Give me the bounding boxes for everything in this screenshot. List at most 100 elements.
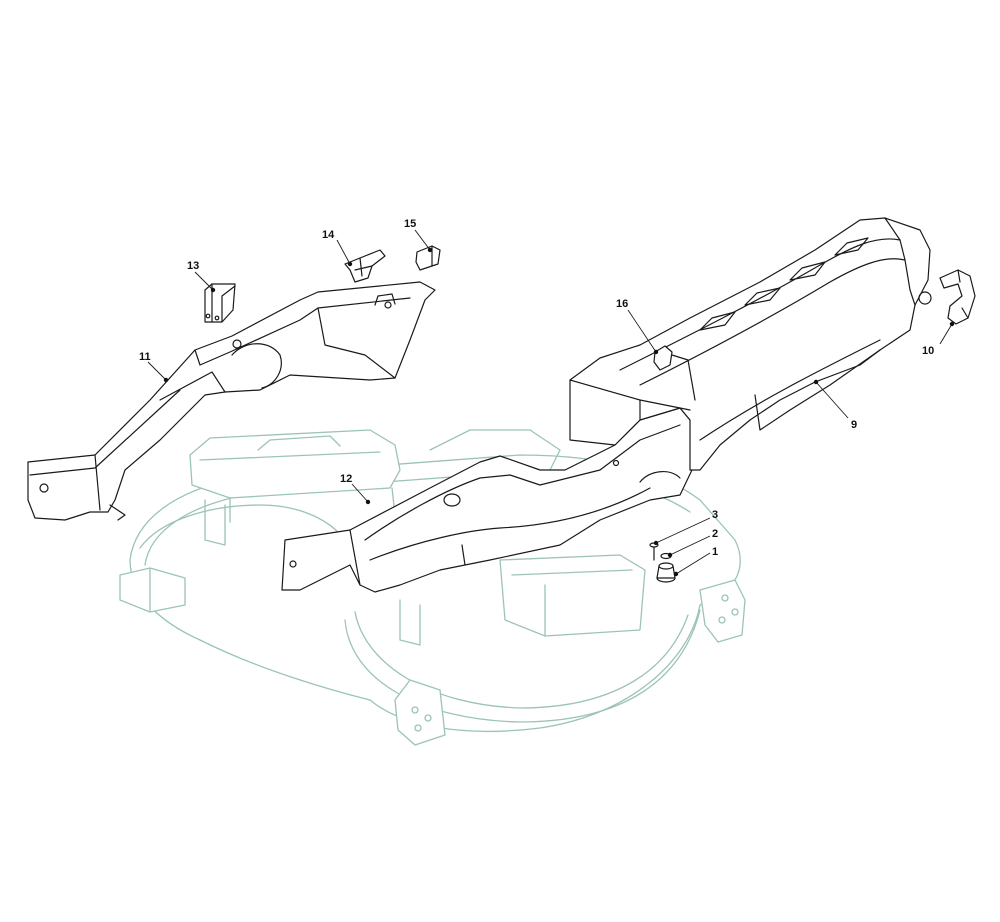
part-12-edge-5 (639, 471, 681, 483)
part-13-bracket (204, 283, 236, 323)
part-11-hole-2 (232, 339, 242, 349)
leader-11 (147, 361, 167, 381)
callout-1: 1 (712, 546, 718, 558)
callout-labels: 13 14 15 11 12 16 9 10 3 2 1 (139, 218, 934, 558)
dot-2 (667, 552, 673, 558)
part-10-hook (939, 269, 976, 325)
leader-13 (194, 271, 214, 291)
left-dome (139, 504, 346, 549)
front-hitch-hole-2 (424, 714, 432, 722)
part-9-end-hole (918, 291, 932, 305)
left-hitch-bracket (119, 567, 186, 613)
part-11-body (27, 281, 436, 521)
leader-9 (815, 381, 849, 419)
dot-16 (653, 349, 659, 355)
deck-raised (429, 429, 561, 471)
dot-15 (427, 247, 433, 253)
callout-10: 10 (922, 345, 934, 357)
callout-3: 3 (712, 509, 718, 521)
callout-11: 11 (139, 351, 151, 363)
part-12-centre-chute (281, 407, 693, 593)
part-16-clip (653, 345, 673, 371)
callout-16: 16 (616, 298, 628, 310)
part-1-top (658, 562, 674, 570)
part-13-hole-2 (214, 315, 220, 321)
dot-3 (653, 540, 659, 546)
front-hitch-bracket (394, 679, 446, 746)
part-11-edge-1 (94, 454, 101, 511)
part-15-bracket (415, 245, 441, 271)
callout-12: 12 (340, 473, 352, 485)
part-9-rear-chute (569, 217, 932, 471)
deck-cut-edge-2 (354, 611, 689, 709)
part-11-tab (374, 293, 396, 306)
deck-post-2 (399, 599, 421, 646)
leader-2 (669, 535, 711, 556)
part-14-shape (344, 249, 386, 283)
deck-cut-edge (344, 609, 701, 723)
part-11-left-guard (27, 281, 436, 521)
part-12-hole-2 (612, 459, 620, 467)
part-11-edge-5 (231, 343, 282, 389)
part-9-body (569, 217, 931, 471)
part-9-vent-slot-4 (834, 237, 869, 256)
part-11-hole-1 (39, 483, 49, 493)
front-hitch-hole-1 (411, 706, 419, 714)
part-10-shape (939, 269, 976, 325)
part-9-lower-rib (699, 339, 881, 441)
callout-2: 2 (712, 528, 718, 540)
leader-1 (675, 552, 711, 575)
deck-housing-detail (199, 435, 396, 523)
part-11-edge-6 (109, 504, 126, 521)
deck-housing-right (499, 554, 646, 637)
right-hitch-hole-3 (718, 616, 726, 624)
part-11-rib (159, 371, 226, 401)
part-12-hole (289, 560, 297, 568)
leader-10 (939, 323, 953, 345)
front-hitch-hole-3 (414, 724, 422, 732)
part-12-edge-1 (349, 529, 361, 586)
callout-13: 13 (187, 260, 199, 272)
callout-14: 14 (322, 229, 335, 241)
part-12-edge-3 (369, 487, 651, 561)
part-16-shape (653, 345, 673, 371)
dot-9 (813, 379, 819, 385)
part-12-body (281, 407, 693, 593)
callout-15: 15 (404, 218, 416, 230)
dot-13 (210, 287, 216, 293)
part-9-end-face (884, 217, 916, 306)
leader-lines (147, 229, 955, 577)
part-13-hole-1 (205, 313, 211, 319)
deck-post-1 (204, 499, 226, 546)
part-1-plug (656, 562, 676, 583)
deck-housing-right-detail (511, 569, 633, 637)
deck-housing-top (189, 429, 401, 499)
right-hitch-hole-1 (721, 594, 729, 602)
part-12-port (443, 493, 461, 507)
dot-10 (949, 321, 955, 327)
dot-14 (347, 261, 353, 267)
leader-16 (627, 309, 657, 353)
dot-1 (673, 571, 679, 577)
part-14-bracket (344, 249, 386, 283)
part-11-edge-3 (194, 297, 411, 366)
callout-9: 9 (851, 419, 857, 431)
right-hitch-hole-2 (731, 608, 739, 616)
leader-14 (336, 239, 351, 265)
part-11-edge-4 (317, 307, 396, 379)
part-9-lower-rib-2 (754, 349, 881, 431)
part-9-vent-slot-1 (699, 311, 736, 331)
part-9-vent-slot-2 (744, 287, 781, 306)
part-11-edge-2 (29, 389, 181, 476)
right-hitch-bracket (699, 579, 746, 643)
leader-12 (351, 483, 369, 503)
part-14-edges (354, 257, 373, 277)
leader-3 (655, 517, 711, 544)
part-12-edge-2 (364, 424, 681, 541)
part-11-hole-3 (384, 301, 392, 309)
dot-11 (163, 377, 169, 383)
part-12-edge-4 (461, 544, 466, 566)
part-9-vent-slot-3 (789, 261, 826, 281)
leader-15 (414, 229, 431, 251)
